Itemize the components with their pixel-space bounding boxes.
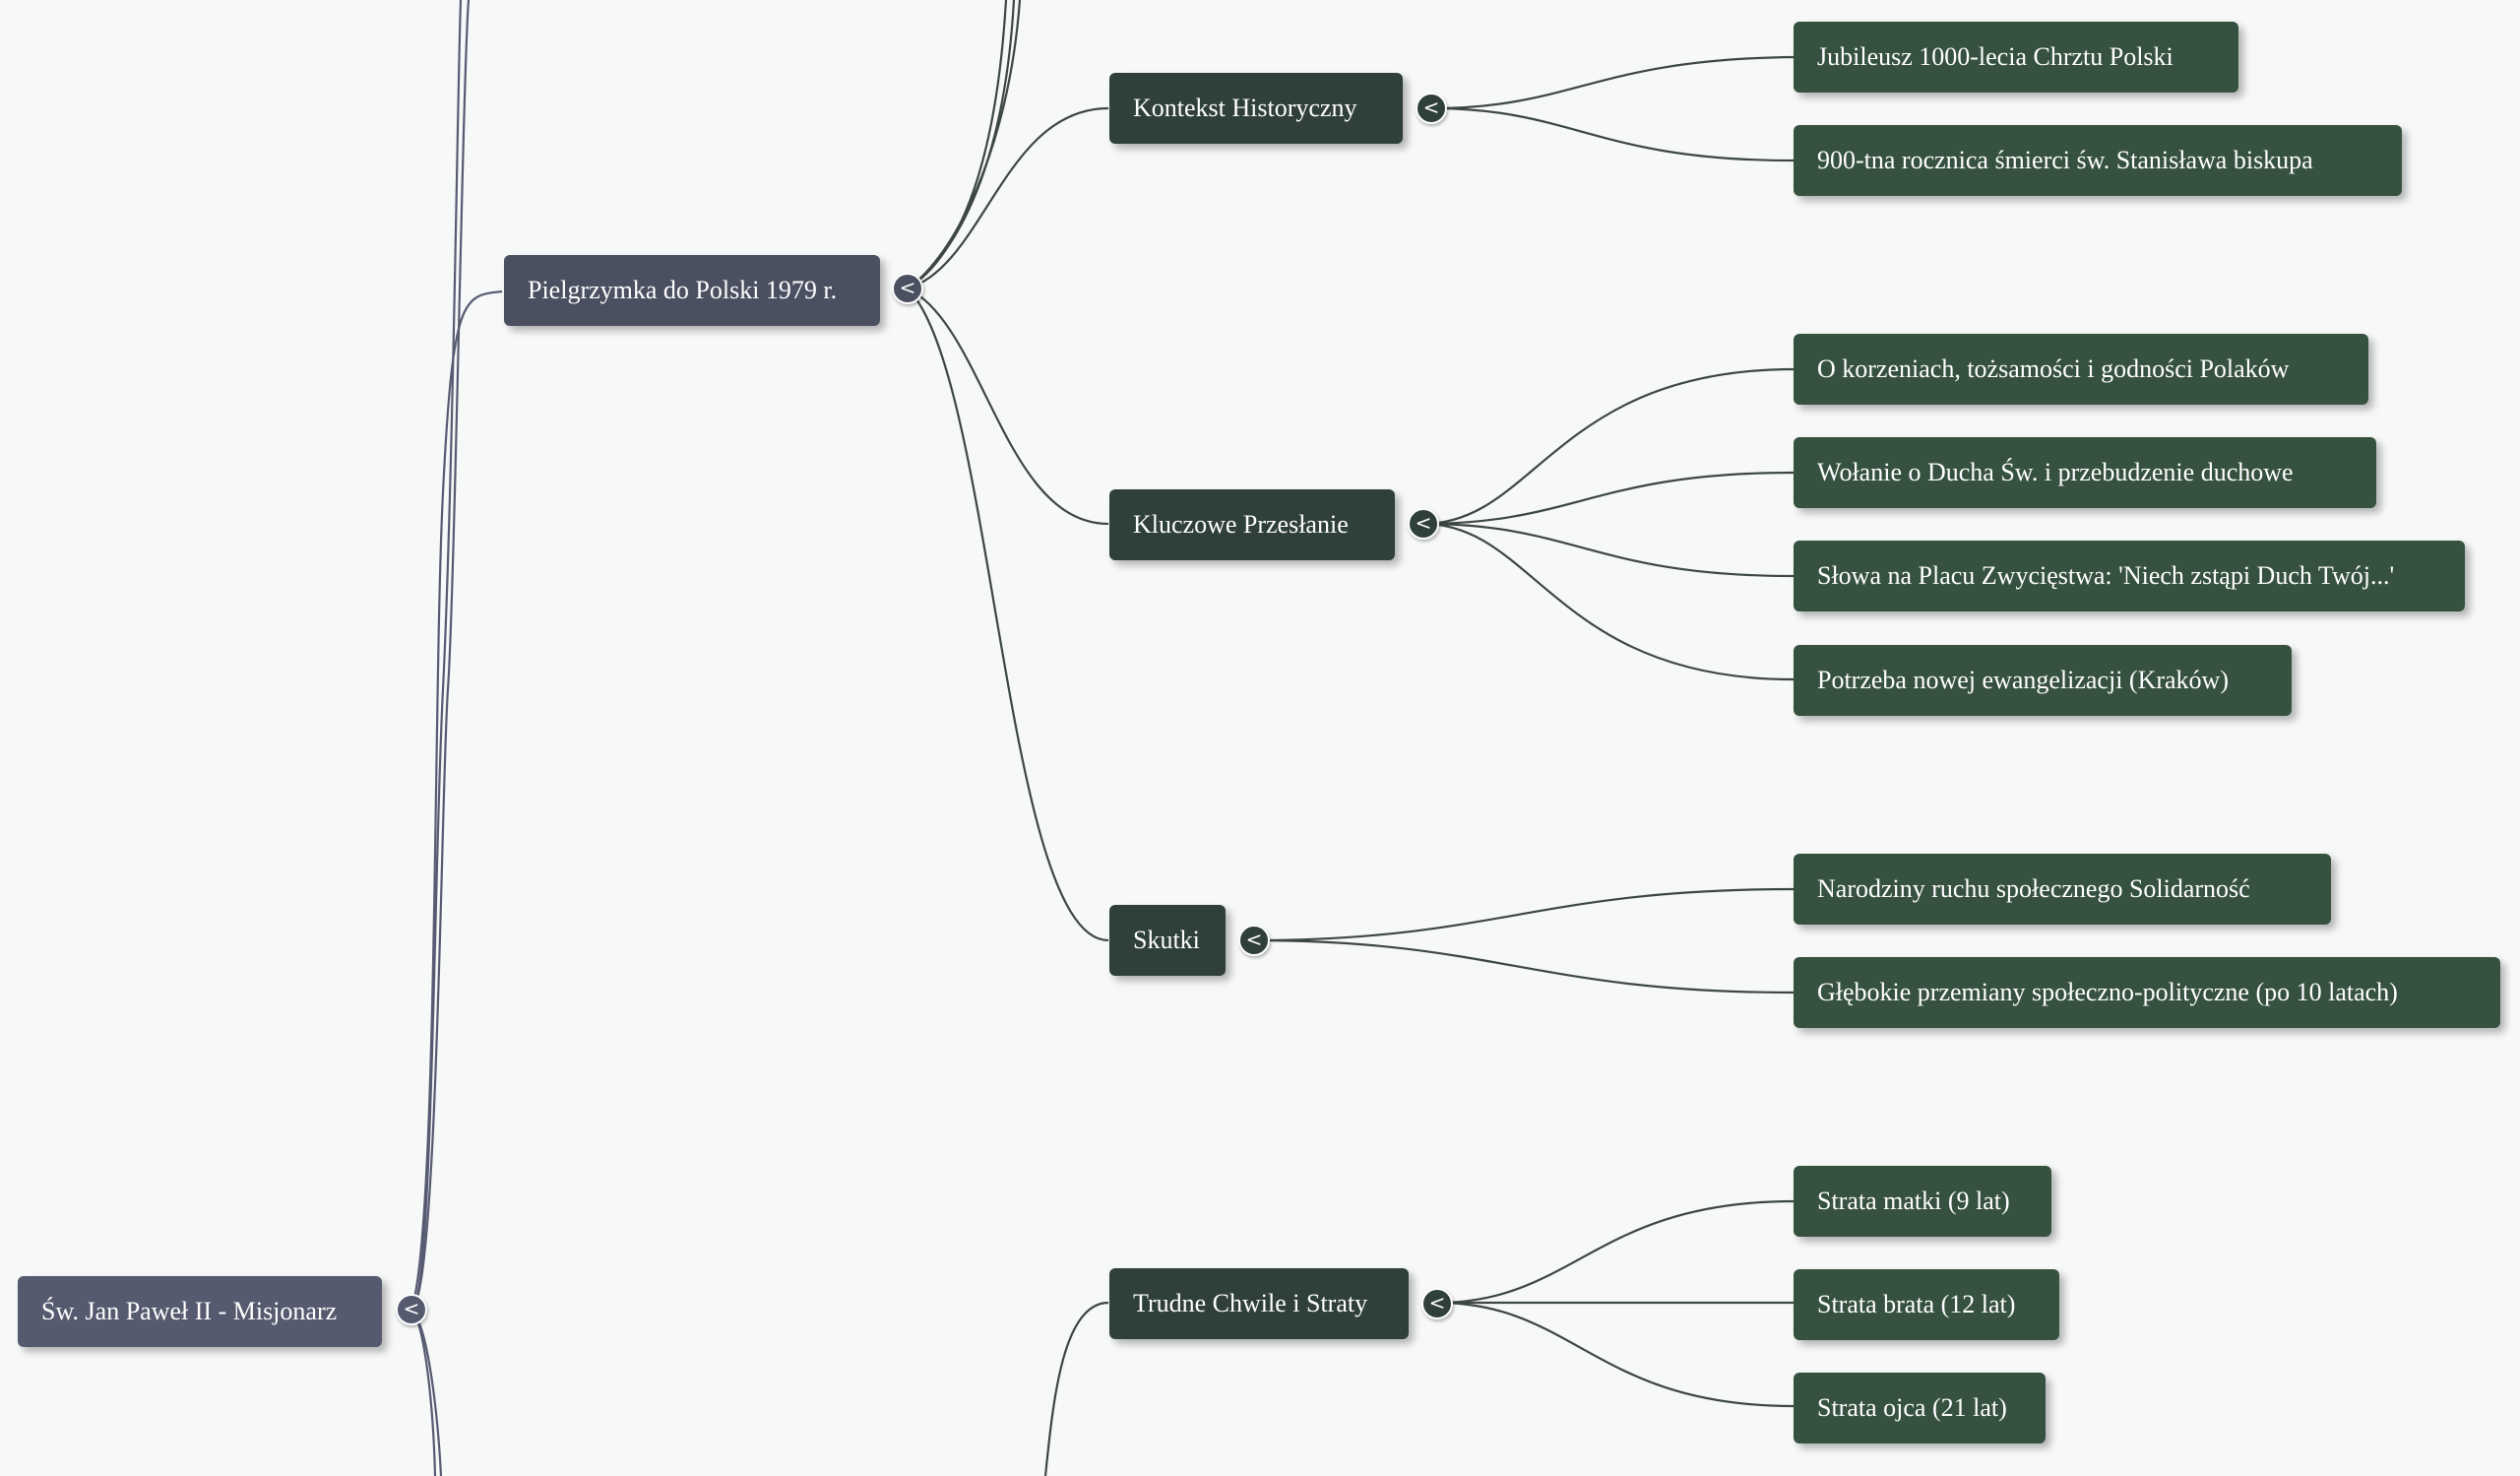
effects-child-2[interactable]: Głębokie przemiany społeczno-polityczne … [1794,957,2500,1028]
context-collapse-toggle[interactable]: < [1416,93,1447,124]
message-collapse-toggle[interactable]: < [1408,508,1439,540]
message-child-4[interactable]: Potrzeba nowej ewangelizacji (Kraków) [1794,645,2292,716]
connector-root-up-2 [410,0,471,1312]
message-child-3[interactable]: Słowa na Placu Zwycięstwa: 'Niech zstąpi… [1794,541,2465,611]
connector-message-4 [1422,522,1795,681]
root-node[interactable]: Św. Jan Paweł II - Misjonarz [18,1276,382,1347]
connector-pilgrimage-context [907,106,1109,290]
connector-root-down-2 [410,1309,443,1476]
hardships-collapse-toggle[interactable]: < [1421,1288,1453,1319]
message-child-1[interactable]: O korzeniach, tożsamości i godności Pola… [1794,334,2368,405]
connector-context-1 [1430,55,1795,110]
context-node[interactable]: Kontekst Historyczny [1109,73,1403,144]
connector-root-up-1 [410,0,463,1311]
connector-root-pilgrimage [410,289,503,1311]
hardships-child-3[interactable]: Strata ojca (21 lat) [1794,1373,2046,1444]
connector-message-2 [1422,471,1795,526]
effects-node[interactable]: Skutki [1109,905,1226,976]
effects-child-1[interactable]: Narodziny ruchu społecznego Solidarność [1794,854,2331,925]
message-node[interactable]: Kluczowe Przesłanie [1109,489,1395,560]
pilgrimage-node[interactable]: Pielgrzymka do Polski 1979 r. [504,255,880,326]
connector-hardships-1 [1436,1199,1795,1305]
connector-pilgrimage-effects [907,288,1109,942]
effects-collapse-toggle[interactable]: < [1238,925,1270,956]
context-child-1[interactable]: Jubileusz 1000-lecia Chrztu Polski [1794,22,2238,93]
connector-pilgrimage-up-3 [907,0,1022,289]
connector-hardships-parent [1043,1301,1109,1476]
connector-context-2 [1430,106,1795,162]
connector-pilgrimage-message [907,288,1109,526]
connector-message-3 [1422,522,1795,578]
pilgrimage-collapse-toggle[interactable]: < [892,273,923,304]
connector-hardships-3 [1436,1301,1795,1408]
message-child-2[interactable]: Wołanie o Ducha Św. i przebudzenie ducho… [1794,437,2376,508]
hardships-node[interactable]: Trudne Chwile i Straty [1109,1268,1409,1339]
context-child-2[interactable]: 900-tna rocznica śmierci św. Stanisława … [1794,125,2402,196]
root-collapse-toggle[interactable]: < [396,1294,427,1325]
hardships-child-1[interactable]: Strata matki (9 lat) [1794,1166,2051,1237]
connector-message-1 [1422,367,1795,526]
hardships-child-2[interactable]: Strata brata (12 lat) [1794,1269,2059,1340]
connector-effects-1 [1251,887,1795,942]
connector-effects-2 [1251,938,1795,995]
